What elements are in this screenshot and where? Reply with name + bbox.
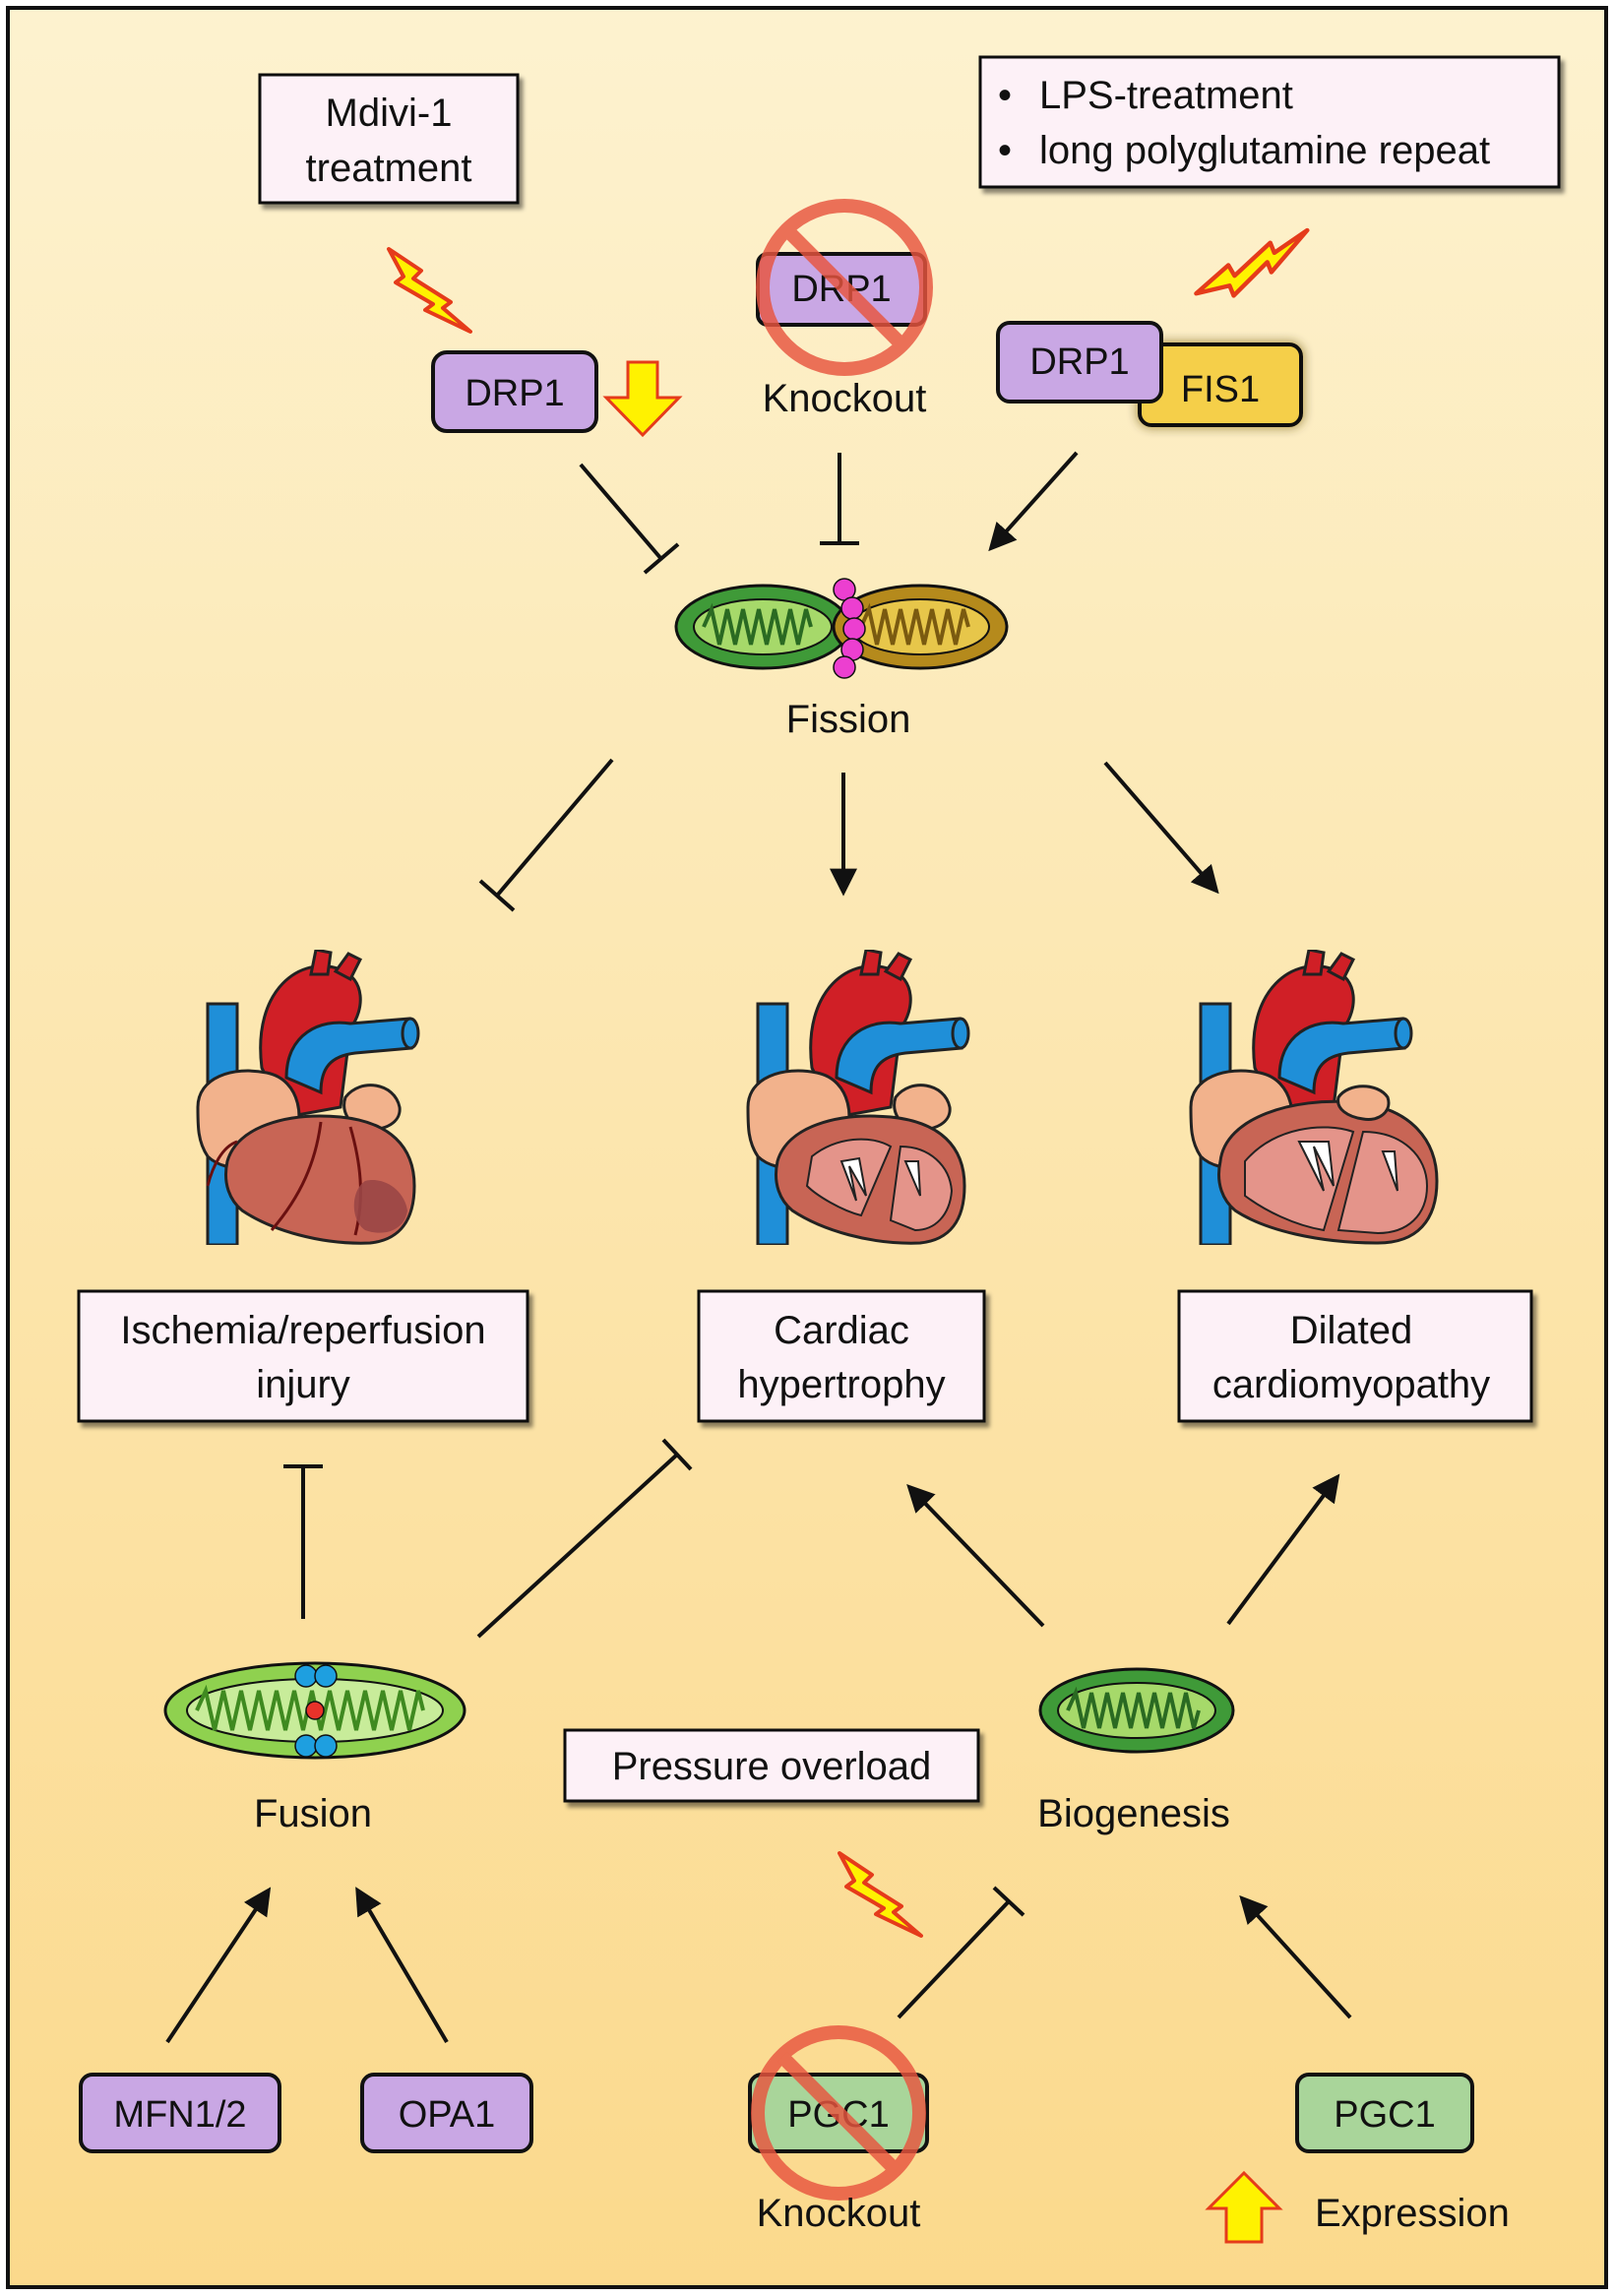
knockout-label: Knockout: [757, 2192, 921, 2235]
lps-bullet-1: LPS-treatment: [1039, 74, 1293, 117]
pressure-overload-label: Pressure overload: [612, 1745, 932, 1788]
up-arrow-icon: [1205, 2170, 1283, 2244]
dcm-line2: cardiomyopathy: [1212, 1363, 1490, 1406]
hypertrophy-line2: hypertrophy: [737, 1363, 945, 1406]
pressure-overload-box: Pressure overload: [563, 1728, 980, 1803]
biogenesis-label: Biogenesis: [1037, 1792, 1230, 1835]
prohibition-icon: [756, 199, 933, 376]
mdivi-label-line1: Mdivi-1: [326, 92, 453, 135]
drp1-fis1-complex: FIS1 DRP1: [996, 321, 1303, 427]
drp1-label: DRP1: [465, 373, 564, 414]
mfn-protein: MFN1/2: [79, 2073, 281, 2153]
fis1-label: FIS1: [1181, 369, 1260, 410]
opa1-label: OPA1: [399, 2094, 496, 2136]
down-arrow-icon: [602, 360, 683, 438]
inhibition-edge: [820, 453, 859, 545]
prohibition-icon: [751, 2025, 926, 2201]
inhibition-edge: [478, 758, 614, 912]
hypertrophy-line1: Cardiac: [774, 1309, 909, 1352]
opa1-protein: OPA1: [360, 2073, 533, 2153]
inhibition-edge: [579, 463, 680, 575]
mdivi-label-line2: treatment: [306, 147, 472, 190]
lps-treatment-box: • LPS-treatment • long polyglutamine rep…: [978, 55, 1561, 189]
mfn-label: MFN1/2: [113, 2094, 246, 2136]
ischemia-box: Ischemia/reperfusion injury: [77, 1289, 529, 1423]
fusion-label: Fusion: [254, 1792, 372, 1835]
fission-mitochondria: [674, 578, 1009, 679]
activation-edge: [1103, 761, 1219, 895]
expression-label: Expression: [1315, 2192, 1510, 2235]
fusion-mitochondria: [163, 1661, 466, 1760]
pgc1-label: PGC1: [1334, 2094, 1435, 2136]
pgc1-knockout: PGC1 Knockout: [748, 2025, 929, 2235]
activation-edge: [165, 1887, 272, 2044]
lps-bullet-2: long polyglutamine repeat: [1039, 129, 1490, 172]
ischemia-line1: Ischemia/reperfusion: [120, 1309, 485, 1352]
inhibition-edge: [476, 1438, 693, 1639]
drp1-reduced: DRP1: [431, 350, 598, 433]
fission-label: Fission: [786, 698, 911, 741]
hypertrophy-box: Cardiac hypertrophy: [697, 1289, 986, 1423]
dcm-line1: Dilated: [1290, 1309, 1413, 1352]
activation-edge: [988, 451, 1079, 552]
drp1-knockout: DRP1 Knockout: [756, 199, 933, 420]
biogenesis-mitochondria: [1038, 1667, 1235, 1754]
mdivi-treatment-box: Mdivi-1 treatment: [258, 73, 520, 205]
inhibition-edge: [283, 1464, 323, 1619]
activation-edge: [1226, 1473, 1340, 1626]
drp1-label: DRP1: [1029, 341, 1129, 383]
inhibition-edge: [897, 1886, 1025, 2019]
knockout-label: Knockout: [763, 377, 927, 420]
activation-edge: [1239, 1894, 1352, 2019]
dcm-box: Dilated cardiomyopathy: [1177, 1289, 1533, 1423]
activation-edge: [355, 1887, 449, 2044]
activation-edge: [906, 1483, 1045, 1628]
bullet-mark: •: [998, 74, 1012, 117]
ischemia-line2: injury: [256, 1363, 350, 1406]
pgc1-expression: PGC1: [1295, 2073, 1474, 2153]
bullet-mark: •: [998, 129, 1012, 172]
